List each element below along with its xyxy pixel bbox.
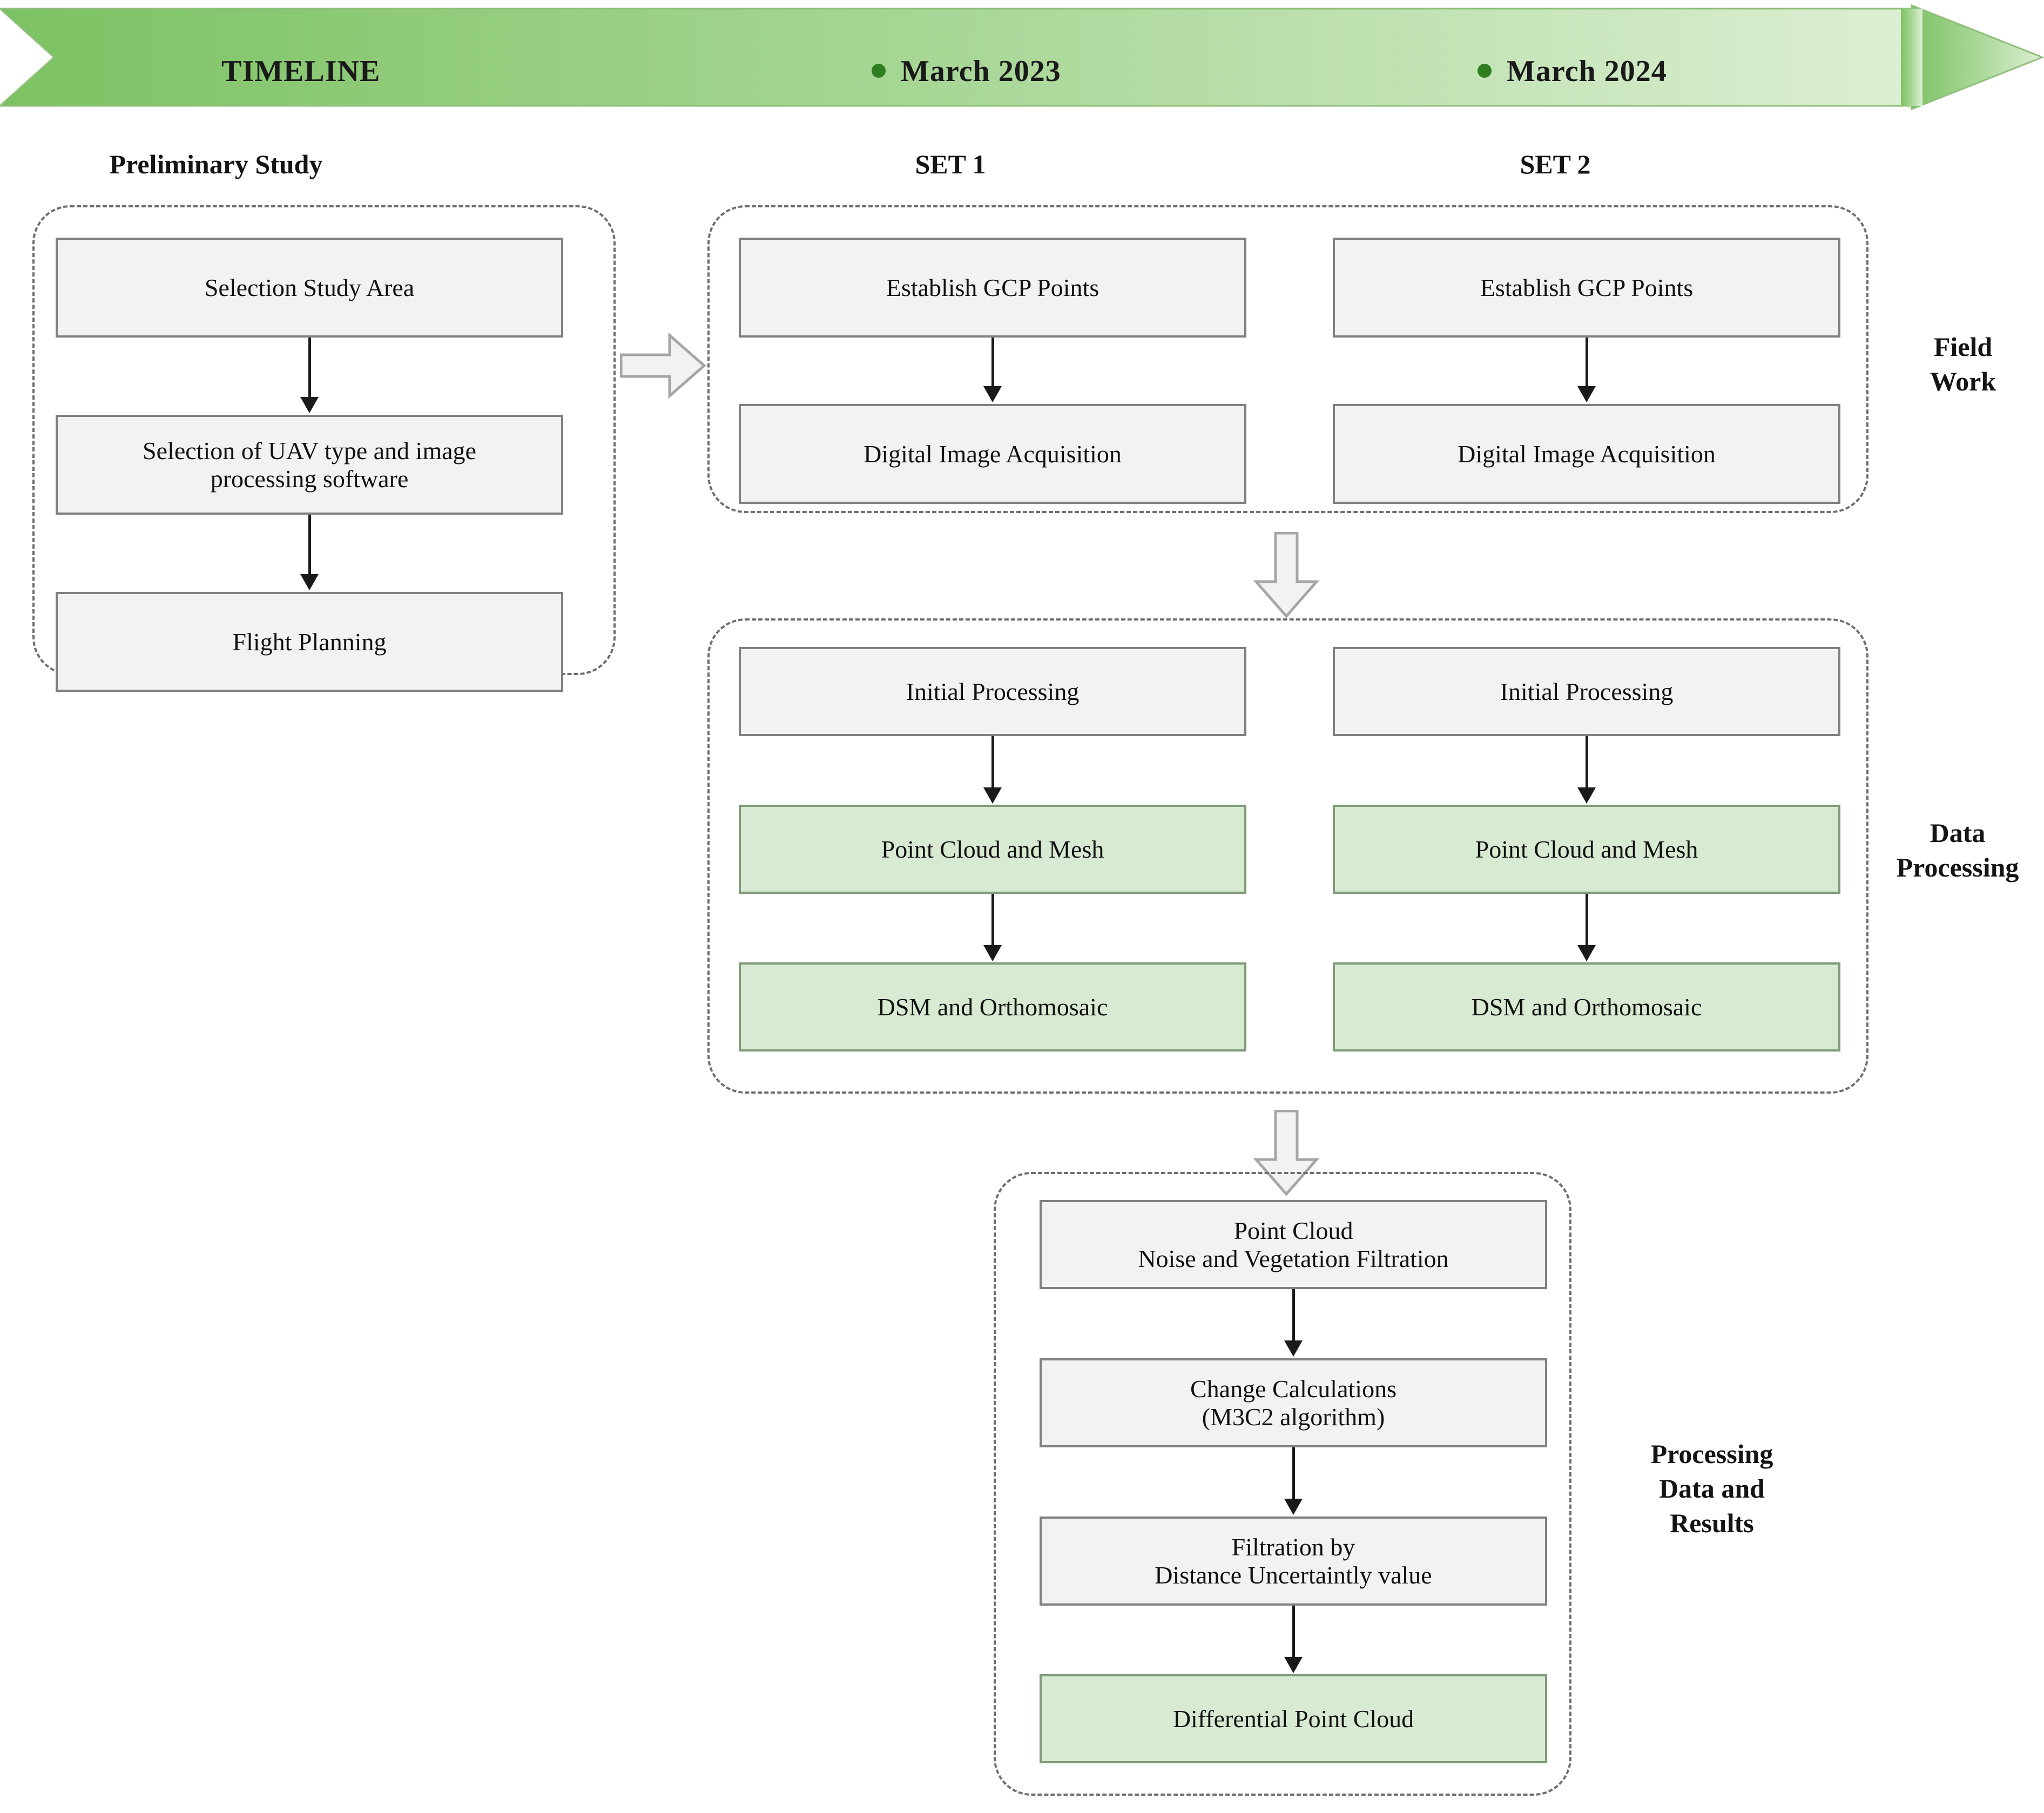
node-label-line-1: Filtration by [1231,1533,1355,1561]
node-dsm-and-orthomosaic-set2[interactable]: DSM and Orthomosaic [1333,962,1840,1052]
node-label: Flight Planning [232,628,387,656]
node-differential-point-cloud[interactable]: Differential Point Cloud [1040,1674,1547,1763]
connector-line [991,338,994,390]
connector-line [1586,338,1588,390]
node-label: Establish GCP Points [1480,273,1694,301]
stage-caption-line-2: Work [1930,366,1996,396]
stage-caption-line-1: Data [1930,818,1986,848]
stage-caption-line-1: Processing [1650,1439,1773,1469]
arrow-down-icon [300,574,319,590]
node-point-cloud-noise-vegetation-filtration[interactable]: Point Cloud Noise and Vegetation Filtrat… [1040,1200,1547,1289]
node-label: Initial Processing [1500,677,1674,705]
node-digital-image-acquisition-set2[interactable]: Digital Image Acquisition [1333,404,1840,504]
connector-line [308,515,311,578]
node-point-cloud-and-mesh-set2[interactable]: Point Cloud and Mesh [1333,805,1840,894]
node-label-line-1: Point Cloud [1233,1216,1353,1244]
connector-line [1586,736,1588,791]
milestone-dot-icon [1478,64,1492,78]
connector-line [991,736,994,791]
timeline-milestone-1: March 2023 [901,55,1061,88]
arrow-down-icon [1577,787,1596,804]
arrow-down-icon [300,397,319,413]
node-digital-image-acquisition-set1[interactable]: Digital Image Acquisition [739,404,1246,504]
stage-caption-line-1: Field [1933,332,1993,362]
timeline-milestone-2: March 2024 [1507,55,1667,88]
group-data-processing [707,618,1868,1094]
node-label-line-2: Noise and Vegetation Filtration [1138,1244,1449,1272]
node-label: Digital Image Acquisition [864,440,1122,468]
arrow-down-icon [1284,1340,1303,1357]
node-establish-gcp-points-set2[interactable]: Establish GCP Points [1333,238,1840,338]
node-initial-processing-set1[interactable]: Initial Processing [739,647,1246,736]
connector-line [308,338,311,401]
arrow-down-icon [983,945,1002,961]
node-label: Point Cloud and Mesh [881,835,1104,863]
node-label-line-2: processing software [210,464,409,493]
group-field-work [707,205,1868,513]
node-dsm-and-orthomosaic-set1[interactable]: DSM and Orthomosaic [739,962,1246,1052]
node-label-line-1: Change Calculations [1190,1374,1397,1403]
node-label: Digital Image Acquisition [1458,440,1716,468]
node-label: DSM and Orthomosaic [1471,993,1702,1021]
arrow-down-icon [1284,1657,1303,1673]
stage-caption-line-2: Processing [1896,852,2019,882]
timeline-arrow-icon [0,4,2044,110]
stage-caption-line-2: Data and [1659,1473,1765,1504]
node-label: Selection Study Area [204,273,415,301]
arrow-down-icon [983,787,1002,804]
node-label-line-2: Distance Uncertaintly value [1155,1561,1432,1589]
arrow-down-icon [983,386,1002,402]
connector-line [991,894,994,949]
arrow-down-icon [1577,386,1596,402]
heading-set-1: SET 1 [915,149,986,179]
block-arrow-right-icon [620,332,706,399]
heading-set-2: SET 2 [1520,149,1591,179]
stage-caption-processing-data-results: Processing Data and Results [1598,1437,1825,1540]
connector-line [1292,1289,1295,1344]
node-flight-planning[interactable]: Flight Planning [56,592,563,692]
node-selection-uav-type[interactable]: Selection of UAV type and image processi… [56,415,563,515]
stage-caption-data-processing: Data Processing [1868,815,2044,885]
node-change-calculations-m3c2[interactable]: Change Calculations (M3C2 algorithm) [1040,1358,1547,1447]
node-label: DSM and Orthomosaic [877,993,1108,1021]
node-label: Point Cloud and Mesh [1475,835,1698,863]
arrow-down-icon [1284,1499,1303,1515]
connector-line [1292,1606,1295,1661]
heading-preliminary-study: Preliminary Study [109,149,323,179]
node-label: Establish GCP Points [886,273,1099,301]
node-label: Initial Processing [906,677,1080,705]
connector-line [1292,1447,1295,1502]
stage-caption-line-3: Results [1670,1508,1754,1538]
connector-line [1586,894,1588,949]
node-selection-study-area[interactable]: Selection Study Area [56,238,563,338]
node-filtration-distance-uncertainty[interactable]: Filtration by Distance Uncertaintly valu… [1040,1517,1547,1606]
node-initial-processing-set2[interactable]: Initial Processing [1333,647,1840,736]
node-point-cloud-and-mesh-set1[interactable]: Point Cloud and Mesh [739,805,1246,894]
node-label-line-1: Selection of UAV type and image [143,436,476,464]
node-label-line-2: (M3C2 algorithm) [1202,1403,1385,1431]
milestone-dot-icon [872,64,886,78]
stage-caption-field-work: Field Work [1890,329,2036,399]
arrow-down-icon [1577,945,1596,961]
node-label: Differential Point Cloud [1172,1704,1414,1733]
block-arrow-down-icon [1253,532,1320,618]
node-establish-gcp-points-set1[interactable]: Establish GCP Points [739,238,1246,338]
timeline-title: TIMELINE [221,55,381,88]
group-processing-data-results [994,1172,1571,1796]
